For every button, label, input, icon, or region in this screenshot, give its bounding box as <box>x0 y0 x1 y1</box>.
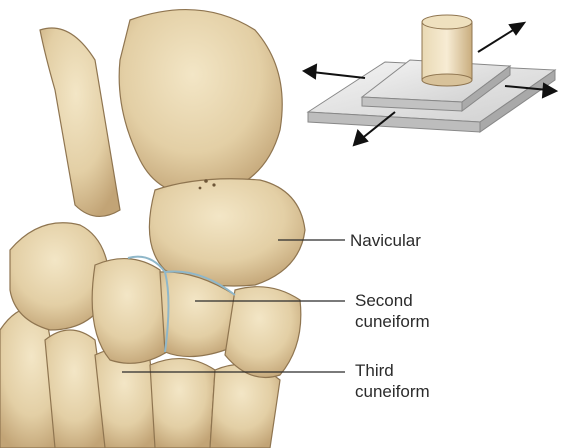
second-cuneiform-label-line1: Second <box>355 290 413 311</box>
third-cuneiform-label-line2: cuneiform <box>355 381 430 402</box>
arrow-left <box>312 72 365 78</box>
shear-diagram <box>304 15 556 145</box>
long-bone <box>40 28 120 216</box>
second-cuneiform-label-line2: cuneiform <box>355 311 430 332</box>
third-cuneiform-label-line1: Third <box>355 360 394 381</box>
navicular-bone <box>149 179 305 286</box>
arrow-upper-right <box>478 27 518 52</box>
third-cuneiform-bone <box>92 259 170 364</box>
talus-bone <box>119 10 282 196</box>
foot-bones <box>0 10 305 448</box>
medial-cuneiform-bone <box>225 287 301 378</box>
navicular-label: Navicular <box>350 230 421 251</box>
cylinder <box>422 15 472 86</box>
